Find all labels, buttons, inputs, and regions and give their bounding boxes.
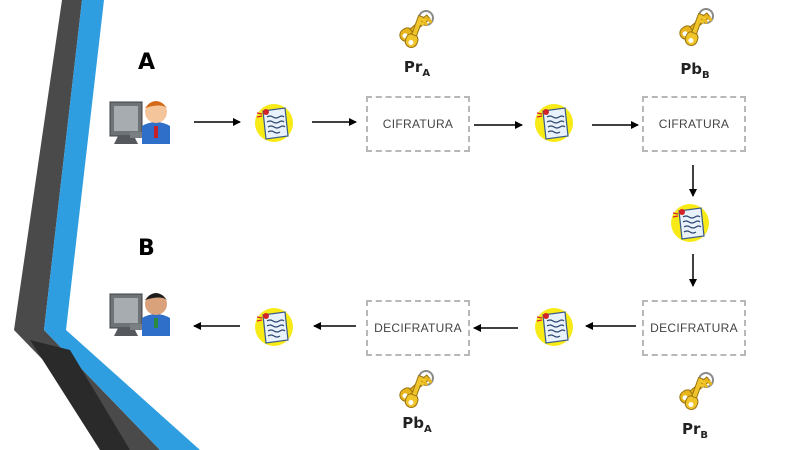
key-label-base: Pb bbox=[680, 60, 703, 78]
key-label-sub: A bbox=[423, 424, 432, 435]
blue-stripe bbox=[44, 0, 200, 450]
document-icon bbox=[534, 307, 574, 347]
sender-label: A bbox=[138, 50, 156, 75]
decrypt-step-1: DECIFRATURA bbox=[642, 300, 746, 356]
key-label-pr-a: PrA bbox=[377, 58, 457, 79]
key-label-sub: A bbox=[422, 68, 431, 79]
decrypt-step-2: DECIFRATURA bbox=[366, 300, 470, 356]
key-label-sub: B bbox=[702, 70, 710, 81]
key-label-pb-b: PbB bbox=[655, 60, 735, 81]
sender-user-icon bbox=[109, 101, 171, 145]
decorative-stripes bbox=[0, 0, 200, 450]
key-label-sub: B bbox=[700, 430, 709, 441]
document-icon bbox=[254, 307, 294, 347]
flow-arrows bbox=[193, 118, 697, 332]
document-icon bbox=[534, 103, 574, 143]
key-label-base: Pr bbox=[681, 420, 701, 438]
encrypt-step-1: CIFRATURA bbox=[366, 96, 470, 152]
receiver-user-icon bbox=[109, 293, 171, 337]
key-label-base: Pr bbox=[403, 58, 423, 76]
key-label-pb-a: PbA bbox=[377, 414, 457, 435]
key-label-base: Pb bbox=[402, 414, 424, 432]
key-label-pr-b: PrB bbox=[655, 420, 735, 441]
receiver-label: B bbox=[138, 236, 155, 261]
keys-icon bbox=[676, 372, 714, 413]
encrypt-step-2: CIFRATURA bbox=[642, 96, 746, 152]
keys-icon bbox=[396, 370, 434, 411]
document-icon bbox=[254, 103, 294, 143]
keys-icon bbox=[676, 8, 714, 49]
keys-icon bbox=[396, 10, 434, 51]
document-icon bbox=[670, 203, 710, 243]
dark-stripe bbox=[14, 0, 160, 450]
